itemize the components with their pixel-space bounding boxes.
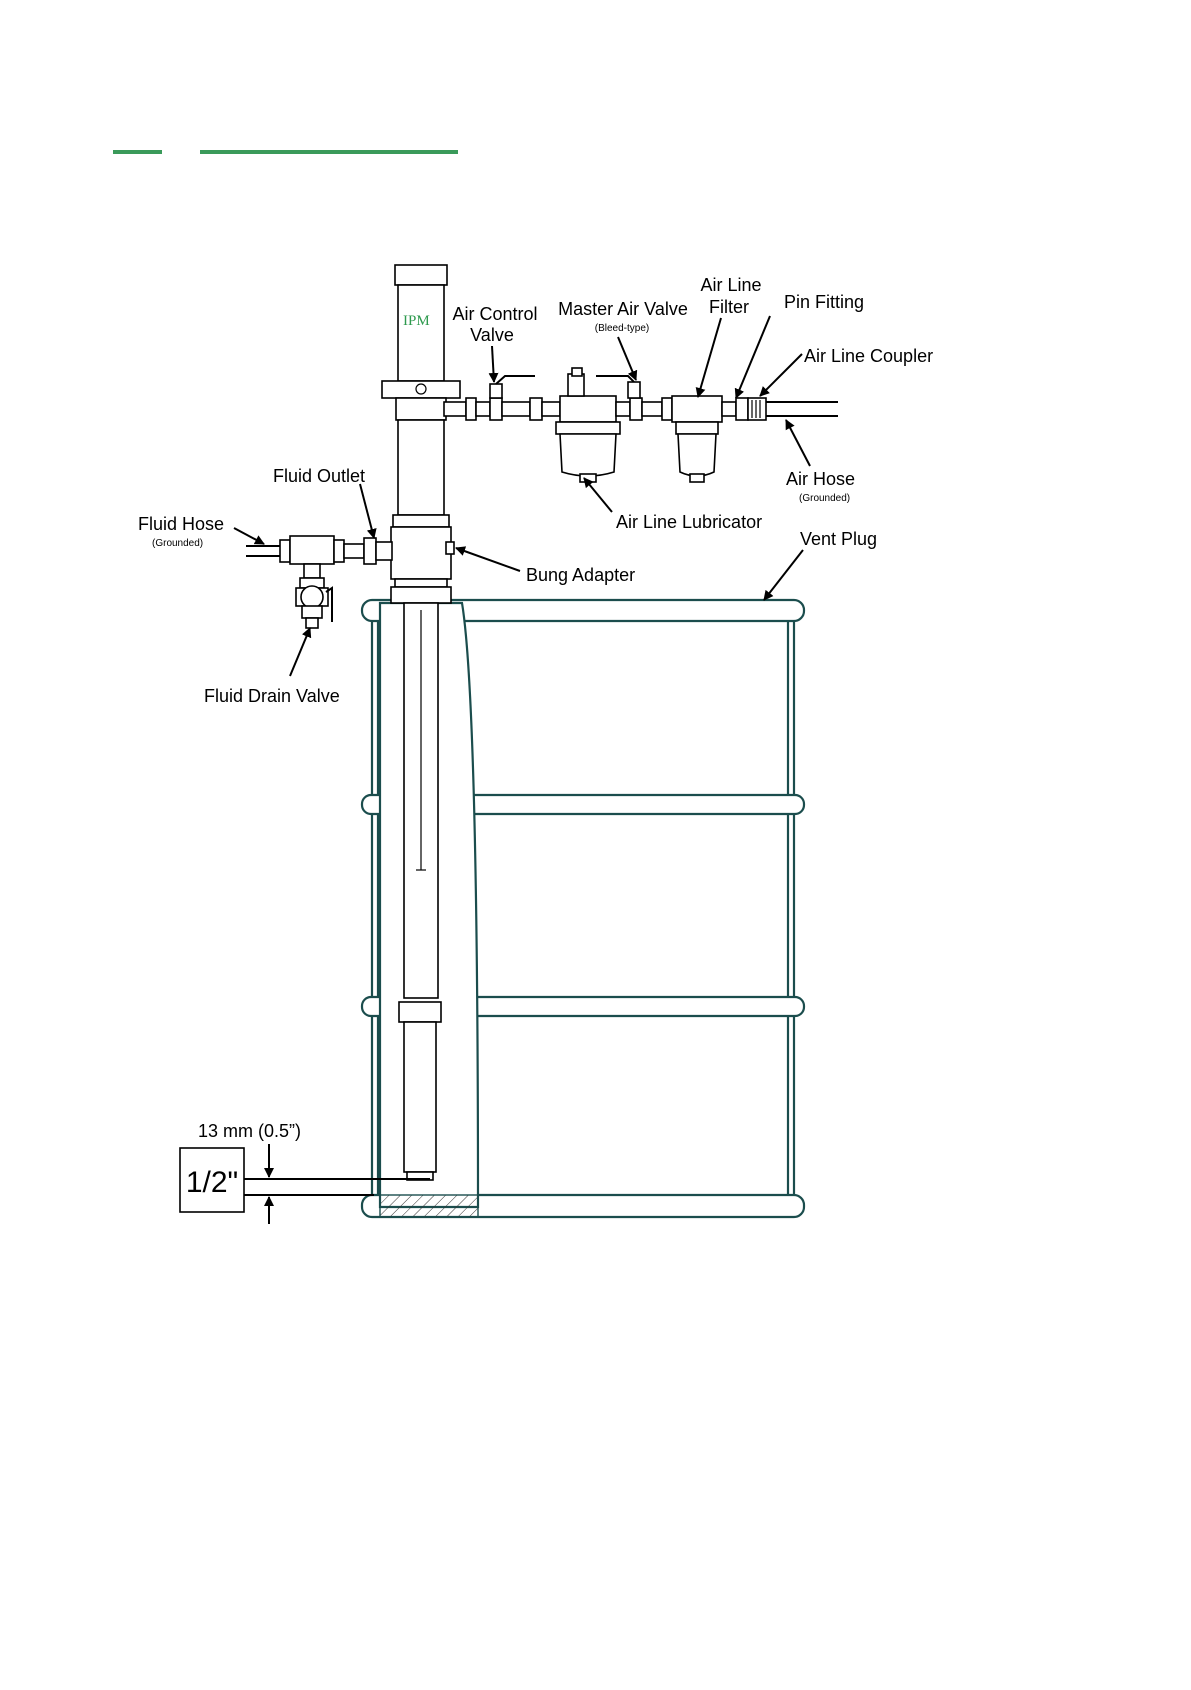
air-line-assembly [444, 368, 838, 482]
label-pin-fitting: Pin Fitting [784, 292, 864, 312]
brand-label: IPM [403, 313, 430, 329]
label-air-line-lubricator: Air Line Lubricator [616, 512, 762, 532]
label-air-hose-sub: (Grounded) [799, 493, 850, 504]
label-bung-adapter: Bung Adapter [526, 565, 635, 585]
label-vent-plug: Vent Plug [800, 529, 877, 549]
label-master-air-valve-sub: (Bleed-type) [595, 323, 649, 334]
label-air-line-filter-2: Filter [709, 297, 749, 317]
label-air-control-valve-1: Air Control [452, 304, 537, 324]
label-air-control-valve-2: Valve [470, 325, 514, 345]
label-fluid-drain-valve: Fluid Drain Valve [204, 686, 340, 706]
label-air-line-coupler: Air Line Coupler [804, 346, 933, 366]
label-air-hose: Air Hose [786, 469, 855, 489]
clearance-box-text: 1/2" [186, 1166, 238, 1199]
label-fluid-hose: Fluid Hose [138, 514, 224, 534]
label-fluid-outlet: Fluid Outlet [273, 466, 365, 486]
clearance-label: 13 mm (0.5”) [198, 1121, 301, 1141]
label-fluid-hose-sub: (Grounded) [152, 538, 203, 549]
label-air-line-filter-1: Air Line [700, 275, 761, 295]
label-master-air-valve: Master Air Valve [558, 299, 688, 319]
